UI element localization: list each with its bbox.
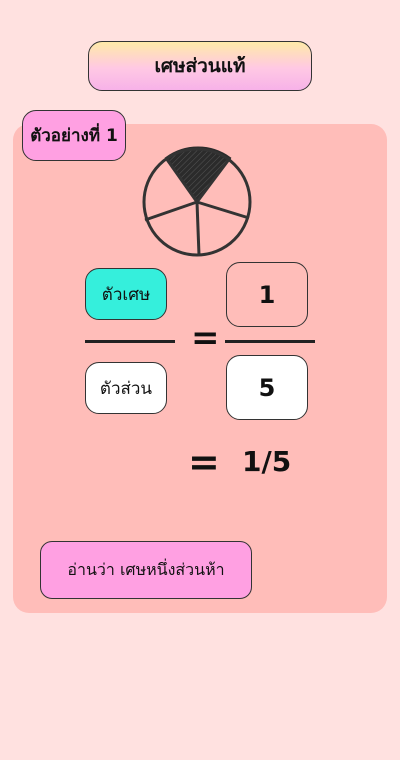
reading-button[interactable]: อ่านว่า เศษหนึ่งส่วนห้า bbox=[40, 541, 252, 599]
denominator-value: 5 bbox=[226, 355, 308, 420]
equals-sign: = bbox=[191, 318, 220, 358]
right-fraction-bar bbox=[225, 340, 315, 343]
result-fraction: 1/5 bbox=[242, 445, 292, 478]
example-card bbox=[13, 124, 387, 613]
numerator-label: ตัวเศษ bbox=[85, 268, 167, 320]
example-tag: ตัวอย่างที่ 1 bbox=[22, 110, 126, 161]
fraction-pie-icon bbox=[142, 146, 252, 257]
page-title: เศษส่วนแท้ bbox=[88, 41, 312, 91]
result-equals-sign: = bbox=[188, 440, 220, 484]
denominator-label: ตัวส่วน bbox=[85, 362, 167, 414]
left-fraction-bar bbox=[85, 340, 175, 343]
numerator-value: 1 bbox=[226, 262, 308, 327]
